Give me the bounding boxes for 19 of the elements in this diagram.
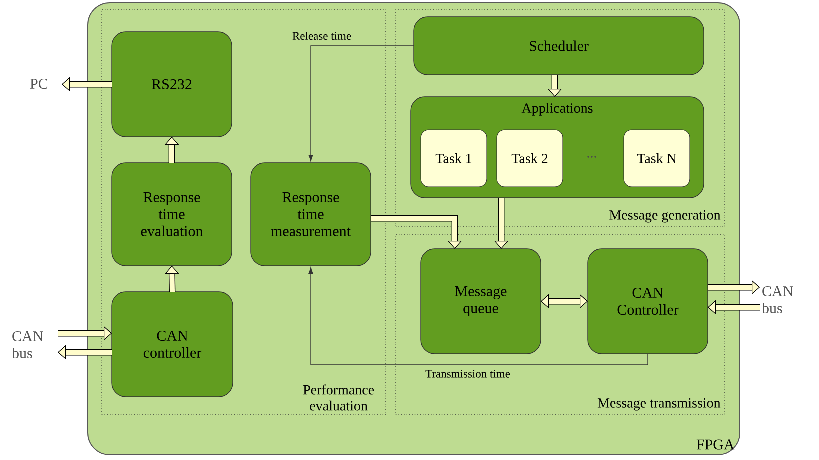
task-box: Task 2 — [496, 130, 564, 188]
function-block: CAN controller — [112, 292, 234, 398]
function-block: Message queue — [420, 248, 542, 354]
port-label: CAN bus — [762, 286, 794, 314]
task-box: Task N — [624, 130, 690, 188]
function-block: CAN Controller — [588, 248, 708, 354]
function-block: Scheduler — [414, 16, 704, 76]
function-block: RS232 — [112, 32, 232, 138]
arrow — [541, 294, 588, 309]
task-box: Task 1 — [420, 130, 488, 188]
port-label: CAN bus — [12, 331, 44, 359]
function-block: Response time evaluation — [112, 162, 232, 266]
arrow — [371, 215, 462, 249]
arrow — [308, 46, 414, 162]
ellipsis-text: ... — [588, 156, 596, 158]
edge-label: Transmission time — [424, 369, 512, 379]
arrow — [308, 267, 648, 366]
function-block: Response time measurement — [250, 162, 372, 266]
port-label: PC — [30, 78, 48, 90]
